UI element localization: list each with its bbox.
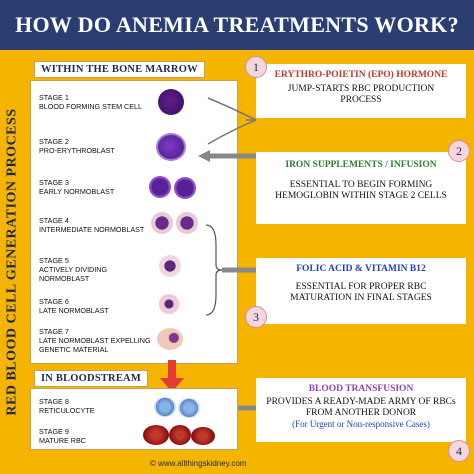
- treatment-number-1: 1: [245, 56, 267, 78]
- expelling-normoblast-image: [157, 328, 183, 350]
- mature-rbc-image: [143, 425, 169, 445]
- section-marrow: WITHIN THE BONE MARROW: [34, 61, 205, 78]
- treatment-number-3: 3: [245, 306, 267, 328]
- bloodstream-arrow: [160, 360, 184, 392]
- treatment-epo-text: JUMP-STARTS RBC PRODUCTION PROCESS: [287, 84, 435, 105]
- intermediate-normoblast-image: [151, 212, 173, 234]
- treatment-transfusion-text: PROVIDES A READY-MADE ARMY OF RBCs FROM …: [266, 397, 456, 418]
- treatment-folic-text: ESSENTIAL FOR PROPER RBC MATURATION IN F…: [290, 282, 432, 303]
- treatment-epo: ERYTHRO-POIETIN (EPO) HORMONE JUMP-START…: [256, 64, 466, 118]
- mature-rbc-image-2: [169, 425, 191, 445]
- arrow-iron: [198, 150, 210, 162]
- mature-rbc-image-3: [191, 427, 215, 445]
- treatment-transfusion-note: (For Urgent or Non-responsive Cases): [292, 419, 430, 429]
- dividing-normoblast-image: [159, 255, 181, 277]
- reticulocyte-image-2: [178, 398, 200, 418]
- treatment-transfusion-title: BLOOD TRANSFUSION: [308, 384, 414, 394]
- treatment-folic-title: FOLIC ACID & VITAMIN B12: [296, 264, 426, 274]
- treatment-number-2: 2: [448, 140, 470, 162]
- pro-erythroblast-image: [156, 133, 186, 161]
- treatment-folic: FOLIC ACID & VITAMIN B12 ESSENTIAL FOR P…: [256, 258, 466, 324]
- treatment-iron-text: ESSENTIAL TO BEGIN FORMING HEMOGLOBIN WI…: [275, 180, 447, 201]
- late-normoblast-image: [159, 294, 179, 314]
- early-normoblast-image-2: [174, 177, 196, 199]
- page-title: HOW DO ANEMIA TREATMENTS WORK?: [0, 0, 474, 50]
- reticulocyte-image: [154, 397, 176, 417]
- intermediate-normoblast-image-2: [176, 212, 198, 234]
- treatment-iron-title: IRON SUPPLEMENTS / INFUSION: [285, 160, 437, 170]
- treatment-transfusion: BLOOD TRANSFUSION PROVIDES A READY-MADE …: [256, 378, 466, 442]
- treatment-epo-title: ERYTHRO-POIETIN (EPO) HORMONE: [274, 70, 448, 80]
- treatment-number-4: 4: [448, 440, 470, 462]
- treatment-iron: IRON SUPPLEMENTS / INFUSION ESSENTIAL TO…: [256, 152, 466, 224]
- footer-url: © www.allthingskidney.com: [150, 459, 247, 468]
- section-bloodstream: IN BLOODSTREAM: [34, 370, 148, 387]
- stem-cell-image: [158, 89, 184, 115]
- early-normoblast-image: [149, 176, 171, 198]
